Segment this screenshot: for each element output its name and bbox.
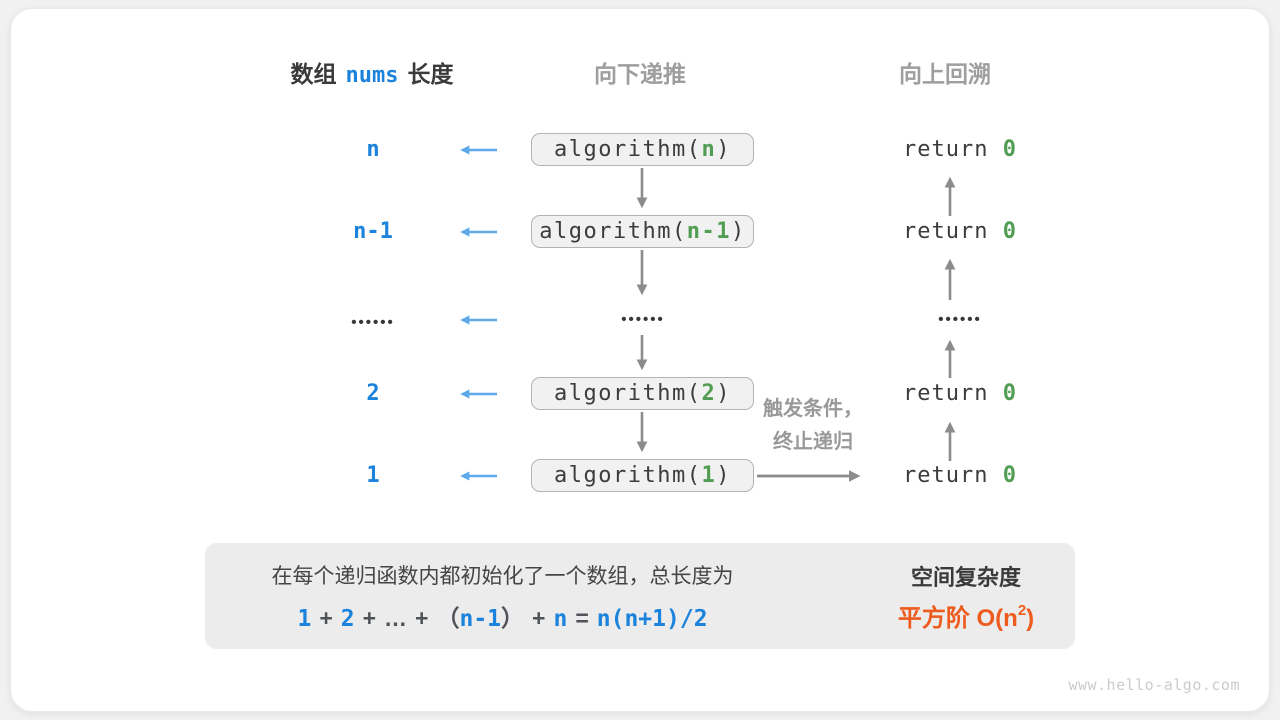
base-case-note: 触发条件， 终止递归	[746, 393, 880, 459]
return-value: 0	[1002, 137, 1017, 162]
return-text: return	[903, 137, 1003, 162]
ellipsis: ••••••	[351, 314, 395, 331]
return-value: 0	[1002, 219, 1017, 244]
call-arg: n-1	[686, 219, 731, 244]
formula-operator: +	[415, 605, 429, 631]
header-array-prefix: 数组	[290, 61, 337, 87]
formula-term: 1	[297, 606, 312, 632]
formula-operator: +	[319, 605, 333, 631]
call-box-n-1: algorithm(n-1)	[531, 215, 754, 248]
return-value: 0	[1002, 463, 1017, 488]
header-array-suffix: 长度	[407, 61, 454, 87]
call-box-2: algorithm(2)	[531, 377, 754, 410]
summary-text: 在每个递归函数内都初始化了一个数组，总长度为	[271, 565, 734, 588]
call-text: )	[716, 463, 731, 488]
formula-operator: +	[532, 605, 546, 631]
call-text: )	[730, 219, 746, 244]
length-label-ellipsis: ••••••	[300, 304, 446, 336]
length-label-n: n	[366, 137, 380, 162]
call-text: algorithm(	[554, 463, 702, 488]
site-watermark: www.hello-algo.com	[1068, 676, 1240, 694]
call-box-1: algorithm(1)	[531, 459, 754, 492]
call-text: algorithm(	[539, 219, 687, 244]
complexity-exponent: 2	[1017, 602, 1027, 619]
return-text: return	[903, 219, 1003, 244]
call-text: )	[716, 137, 731, 162]
formula-result: n(n+1)/2	[596, 606, 708, 632]
header-recurse-down: 向下递推	[594, 61, 686, 87]
return-ellipsis: ••••••	[878, 304, 1042, 336]
return-statement-2: return 0	[878, 216, 1042, 248]
return-text: return	[903, 463, 1003, 488]
formula-operator: +	[362, 605, 377, 631]
return-statement-1: return 0	[878, 134, 1042, 166]
summary-panel	[205, 543, 1075, 649]
base-case-note-line2: 终止递归	[773, 431, 853, 453]
length-label-2: 2	[366, 381, 380, 406]
length-label-1: 1	[366, 463, 380, 488]
space-complexity-value: 平方阶 O(n2)	[848, 598, 1084, 633]
header-array-length: 数组 nums 长度	[262, 58, 482, 90]
return-text: return	[903, 381, 1003, 406]
ellipsis: ••••••	[938, 311, 982, 328]
call-arg: 1	[701, 463, 717, 488]
space-complexity-title: 空间复杂度	[910, 565, 1021, 590]
call-ellipsis: ••••••	[531, 304, 755, 336]
formula-paren: （	[436, 605, 460, 631]
length-label-n-1: n-1	[353, 219, 393, 244]
formula-term: n-1	[459, 606, 502, 632]
ellipsis: ••••••	[621, 311, 665, 328]
header-nums-code: nums	[345, 63, 399, 88]
formula-term: n	[553, 606, 568, 632]
call-text: )	[716, 381, 731, 406]
return-statement-4: return 0	[878, 378, 1042, 410]
formula-equals: =	[575, 605, 589, 631]
call-text: algorithm(	[554, 137, 702, 162]
complexity-prefix: 平方阶 O(n	[897, 605, 1018, 632]
call-arg: n	[701, 137, 717, 162]
return-value: 0	[1002, 381, 1017, 406]
base-case-note-line1: 触发条件，	[763, 398, 863, 420]
call-text: algorithm(	[554, 381, 702, 406]
formula-term: 2	[340, 606, 355, 632]
return-statement-5: return 0	[878, 460, 1042, 492]
call-box-n: algorithm(n)	[531, 133, 754, 166]
formula-paren: ）	[501, 605, 525, 631]
header-backtrack-up: 向上回溯	[899, 61, 991, 87]
formula-ellipsis: …	[384, 605, 408, 631]
call-arg: 2	[701, 381, 717, 406]
summary-formula: 1 +2 + … + （n-1） + n = n(n+1)/2	[205, 599, 800, 633]
complexity-suffix: )	[1026, 605, 1035, 632]
